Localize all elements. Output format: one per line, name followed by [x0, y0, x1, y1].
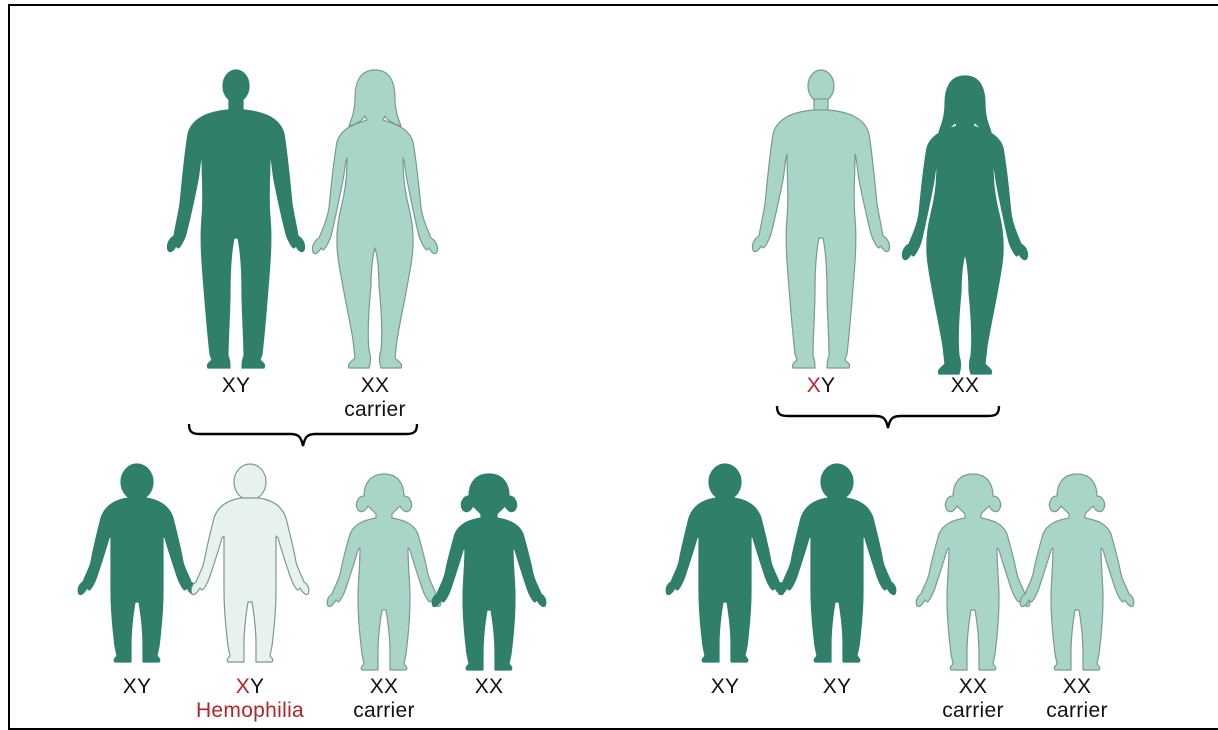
right-family-parent-2-figure [902, 76, 1027, 374]
right-family-child-4-figure [1020, 474, 1134, 670]
right-family-child-3-figure [916, 474, 1030, 670]
right-family-parent-1-figure [752, 70, 889, 368]
left-family-child-4-figure [432, 474, 546, 670]
right-mother-label: XX [885, 374, 1045, 398]
left-family-child-1-figure [78, 464, 196, 662]
left-family-parent-1-figure [167, 70, 304, 368]
right-family-child-2-figure [778, 464, 896, 662]
left-family-child-3-figure [327, 474, 441, 670]
left-mother-label: XX carrier [295, 374, 455, 422]
left-family-parent-2-figure [312, 70, 437, 368]
left-family-child-2-figure [191, 464, 309, 662]
left-father-label: XY [156, 374, 316, 398]
left-family-brace [189, 424, 417, 446]
left-child-4-label: XX [409, 675, 569, 699]
right-child-4-label: XX carrier [997, 675, 1157, 723]
right-family-brace [777, 406, 999, 428]
right-family-child-1-figure [666, 464, 784, 662]
right-father-label: XY [741, 374, 901, 398]
